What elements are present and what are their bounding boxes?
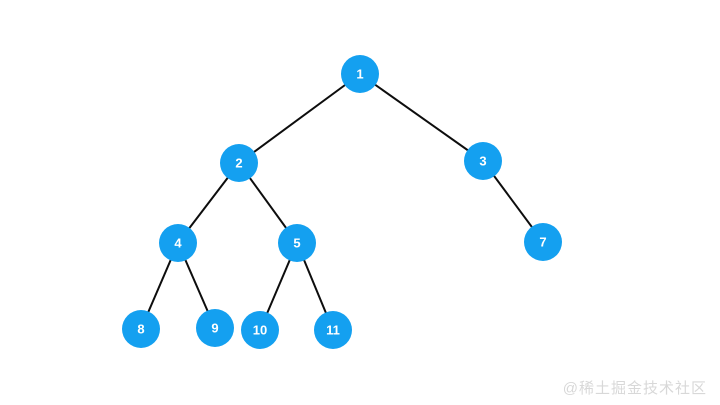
tree-node-5 [278, 224, 316, 262]
tree-node-11 [314, 311, 352, 349]
tree-node-label-3: 3 [479, 154, 486, 169]
tree-node-7 [524, 223, 562, 261]
tree-node-label-2: 2 [235, 156, 242, 171]
watermark-text: @稀土掘金技术社区 [562, 380, 707, 397]
tree-node-4 [159, 224, 197, 262]
tree-node-label-4: 4 [174, 236, 182, 251]
tree-node-2 [220, 144, 258, 182]
tree-edge-1-2 [238, 73, 361, 164]
tree-edge-1-3 [359, 73, 484, 162]
tree-node-label-10: 10 [253, 323, 267, 338]
tree-node-label-8: 8 [137, 322, 144, 337]
tree-node-10 [241, 311, 279, 349]
tree-node-label-1: 1 [356, 67, 363, 82]
tree-node-3 [464, 142, 502, 180]
tree-node-label-9: 9 [211, 321, 218, 336]
tree-node-9 [196, 309, 234, 347]
tree-node-1 [341, 55, 379, 93]
tree-node-label-7: 7 [539, 235, 546, 250]
tree-node-8 [122, 310, 160, 348]
tree-node-label-11: 11 [326, 323, 340, 338]
tree-node-label-5: 5 [293, 236, 300, 251]
